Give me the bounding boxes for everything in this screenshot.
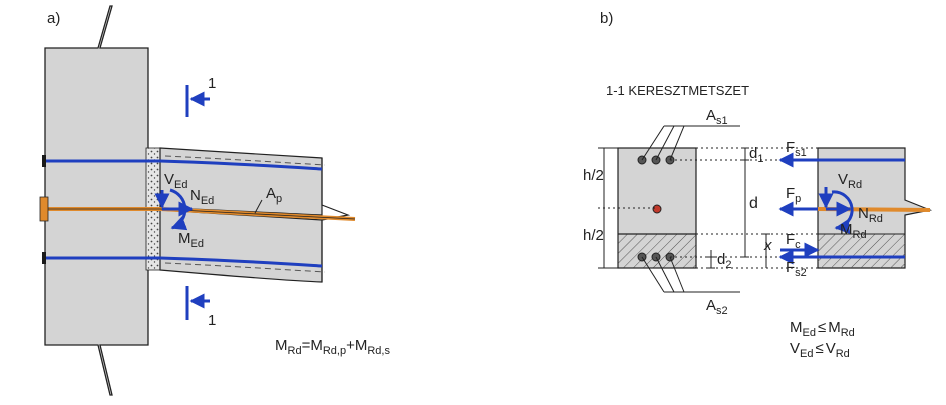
section-mark-bottom-label: 1 [208, 312, 216, 329]
Ap-leader [254, 199, 263, 214]
moment-resistance-formula: MRd=MRd,p+MRd,s [275, 337, 390, 357]
beam-break-line [321, 158, 351, 282]
M-ed-label: MEd [178, 230, 204, 250]
As1-leaders [641, 125, 740, 161]
moment-check: MEd≤MRd [790, 319, 855, 339]
dashed-line-top [164, 155, 326, 166]
V-rd-label: VRd [838, 171, 862, 191]
d-label: d [749, 195, 758, 212]
d2-label: d2 [717, 251, 731, 271]
height-dimension [598, 147, 657, 269]
side-forces [778, 152, 854, 265]
Fs2-label: Fs2 [786, 259, 807, 279]
h-half-top-label: h/2 [583, 167, 604, 184]
h-half-bottom-label: h/2 [583, 227, 604, 244]
bottom-rebar [42, 252, 323, 268]
panel-a-label: a) [47, 10, 60, 27]
section-mark-top-label: 1 [208, 75, 216, 92]
side-view [817, 147, 933, 269]
panel-b-label: b) [600, 10, 613, 27]
As2-leaders [641, 256, 740, 293]
As2-label: As2 [706, 297, 728, 317]
Fs1-label: Fs1 [786, 139, 807, 159]
shear-check: VEd≤VRd [790, 340, 850, 360]
section-marker-bottom: 1 [185, 286, 216, 329]
N-ed-label: NEd [190, 187, 214, 207]
Ap-label: Ap [266, 185, 282, 205]
M-rd-arrow [831, 190, 854, 234]
top-rebar [42, 155, 323, 171]
As1-label: As1 [706, 107, 728, 127]
N-rd-label: NRd [858, 205, 883, 225]
depth-dimensions [670, 147, 818, 269]
Fc-label: Fc [786, 231, 801, 251]
section-title: 1-1 KERESZTMETSZET [606, 83, 749, 98]
V-ed-label: VEd [164, 171, 187, 191]
x-label: x [763, 237, 772, 254]
Fp-label: Fp [786, 185, 801, 205]
dashed-line-bottom [164, 262, 326, 273]
cross-section [617, 147, 697, 269]
section-marker-top: 1 [185, 75, 216, 117]
M-rd-label: MRd [840, 221, 867, 241]
joint-forces [154, 188, 194, 231]
M-ed-arrow [169, 188, 188, 231]
d1-label: d1 [749, 145, 763, 165]
column [44, 5, 149, 396]
